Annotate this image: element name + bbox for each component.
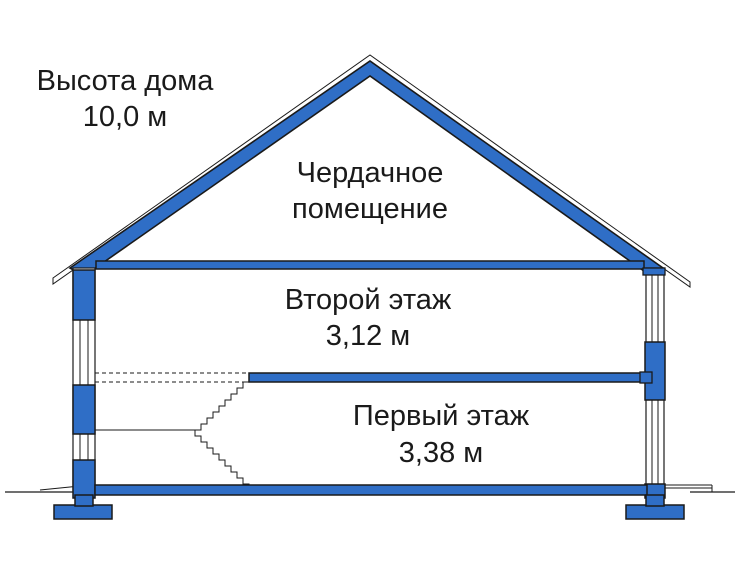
right-wall-top-cap [642, 267, 666, 276]
first-floor-height: 3,38 м [399, 437, 483, 469]
first-floor-title: Первый этаж [353, 400, 530, 432]
left-wall-block-middle [72, 384, 96, 435]
attic-label-line1: Чердачное [297, 157, 444, 189]
house-height-value: 10,0 м [83, 101, 167, 133]
left-foundation-stem [74, 494, 94, 507]
second-floor-title: Второй этаж [285, 284, 452, 316]
right-wall-block-middle [644, 341, 666, 401]
left-foundation [53, 504, 113, 520]
attic-floor-slab [95, 260, 645, 270]
second-floor-height: 3,12 м [326, 320, 410, 352]
right-foundation-stem [645, 494, 665, 507]
stair-opening [95, 372, 249, 383]
house-height-title: Высота дома [37, 65, 215, 97]
left-wall-block-lower [72, 459, 96, 499]
slab-end-block [639, 371, 653, 384]
left-wall-block-upper [72, 269, 96, 321]
staircase [95, 381, 262, 490]
ground [5, 484, 735, 493]
roof-outer-outline [52, 54, 691, 288]
left-wall [72, 267, 96, 499]
second-floor-slab [248, 372, 648, 383]
attic-label-line2: помещение [292, 193, 448, 225]
right-foundation [625, 504, 685, 520]
right-wall [642, 267, 666, 499]
ground-floor-slab [94, 484, 648, 496]
